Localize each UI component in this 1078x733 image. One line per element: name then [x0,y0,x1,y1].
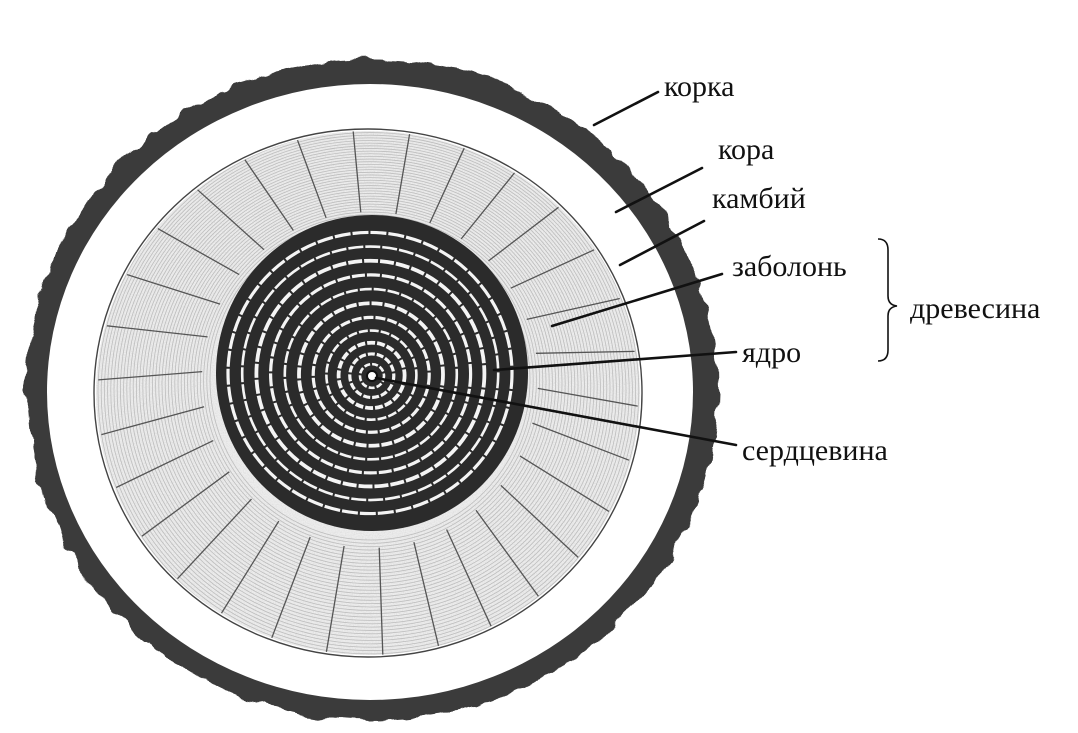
label-bark-outer: корка [664,70,735,103]
label-cambium: камбий [712,182,806,215]
label-wood: древесина [910,292,1040,325]
wood-bracket [878,239,897,361]
label-bark-inner: кора [718,133,774,166]
label-pith: сердцевина [742,434,888,467]
label-sapwood: заболонь [732,250,847,283]
leader-bark-outer [594,92,658,125]
pith [367,371,377,381]
label-heartwood: ядро [742,336,801,369]
